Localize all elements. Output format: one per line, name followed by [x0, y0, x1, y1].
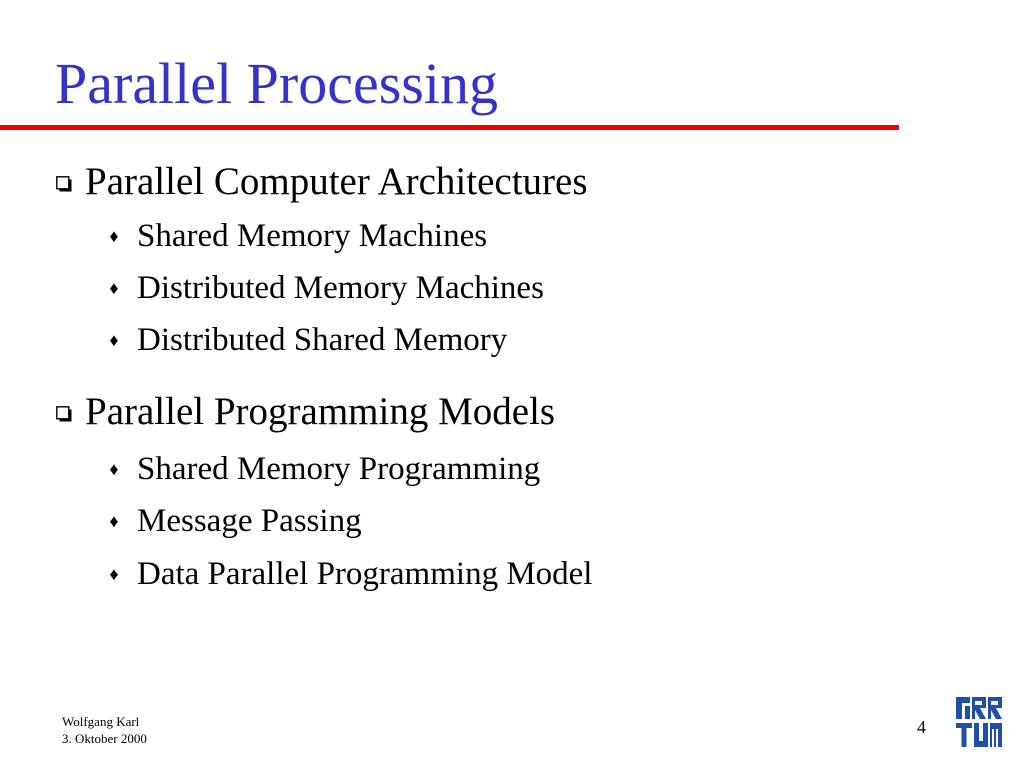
section-heading-text: Parallel Computer Architectures	[85, 160, 588, 203]
slide-title: Parallel Processing	[55, 51, 498, 116]
page-number: 4	[917, 717, 926, 737]
list-item-text: Distributed Shared Memory	[137, 322, 508, 358]
diamond-bullet-icon: ♦	[109, 564, 119, 584]
diamond-bullet-icon: ♦	[109, 226, 119, 246]
list-item: ♦ Distributed Memory Machines	[108, 268, 544, 308]
square-bullet-icon	[56, 405, 73, 423]
diamond-bullet-icon: ♦	[109, 459, 119, 479]
list-item-text: Data Parallel Programming Model	[137, 556, 593, 592]
footer-author: Wolfgang Karl	[62, 714, 140, 729]
diamond-bullet-icon: ♦	[109, 511, 119, 531]
title-underline	[0, 125, 899, 130]
footer: Wolfgang Karl 3. Oktober 2000	[62, 713, 147, 747]
square-bullet-icon	[56, 175, 73, 193]
list-item: ♦ Data Parallel Programming Model	[108, 554, 592, 594]
list-item-text: Shared Memory Programming	[137, 451, 541, 487]
list-item-text: Message Passing	[137, 503, 362, 539]
diamond-bullet-icon: ♦	[109, 330, 119, 350]
list-item: ♦ Shared Memory Machines	[108, 216, 487, 256]
list-item-text: Distributed Memory Machines	[137, 270, 544, 306]
list-item: ♦ Distributed Shared Memory	[108, 320, 507, 360]
diamond-bullet-icon: ♦	[109, 278, 119, 298]
list-item: ♦ Shared Memory Programming	[108, 449, 540, 489]
list-item: ♦ Message Passing	[108, 501, 362, 541]
university-logo-icon	[956, 697, 1002, 747]
list-item-text: Shared Memory Machines	[137, 218, 488, 254]
section-heading: Parallel Programming Models	[56, 389, 555, 435]
section-heading-text: Parallel Programming Models	[85, 390, 556, 433]
footer-date: 3. Oktober 2000	[62, 731, 147, 746]
section-heading: Parallel Computer Architectures	[56, 159, 588, 205]
